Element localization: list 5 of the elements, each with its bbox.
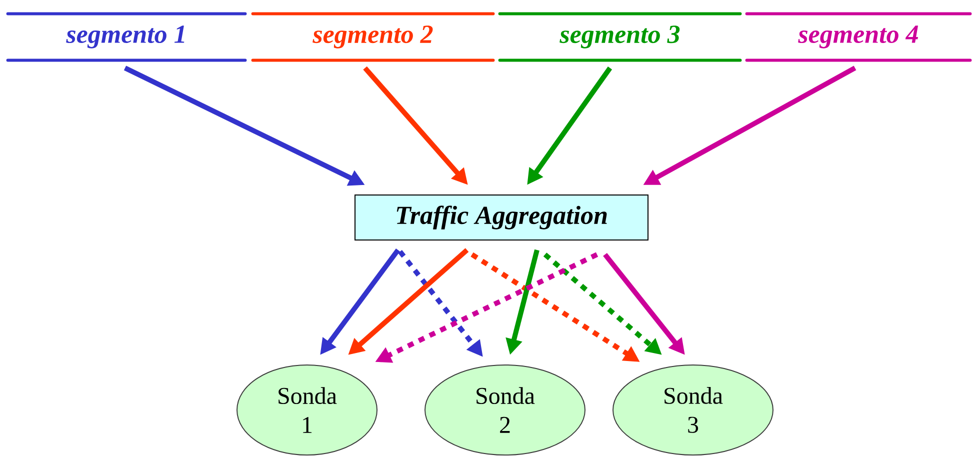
process-box: Traffic Aggregation	[354, 194, 648, 240]
segment-header: segmento 1	[6, 12, 247, 62]
segment-header: segmento 2	[251, 12, 495, 62]
segment-header: segmento 3	[498, 12, 742, 62]
segment-header: segmento 4	[745, 12, 972, 62]
